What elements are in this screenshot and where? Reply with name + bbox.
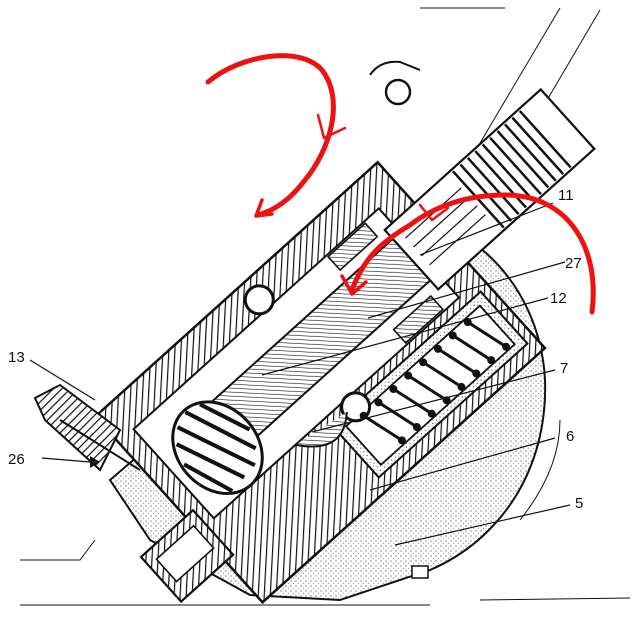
red-tick-lower	[418, 203, 450, 222]
red-annotations	[205, 53, 596, 315]
arrowhead-26	[90, 456, 100, 468]
callout-7: 7	[560, 360, 568, 377]
leader-lines	[29, 202, 571, 546]
housing	[93, 87, 596, 605]
red-arrowhead-lower	[340, 274, 368, 296]
callout-26: 26	[8, 451, 25, 468]
coil-spring	[362, 320, 507, 442]
callout-11: 11	[558, 187, 574, 204]
red-tick-upper	[316, 113, 347, 140]
bearing-ball-upper	[243, 284, 275, 316]
callout-6: 6	[566, 428, 574, 445]
worm-gear	[171, 400, 264, 496]
construction-lines	[20, 7, 631, 606]
callout-labels: 11 27 12 7 13 6 26 5	[8, 187, 583, 512]
callout-5: 5	[575, 495, 583, 512]
slot-mark	[411, 565, 429, 579]
red-arrowhead-upper	[254, 198, 274, 218]
red-arrow-upper	[205, 53, 336, 218]
callout-13: 13	[8, 349, 25, 366]
callout-27: 27	[565, 255, 582, 272]
red-arrow-lower	[349, 192, 596, 315]
callout-12: 12	[550, 290, 567, 307]
mounting-eye	[369, 60, 421, 106]
flange-left	[33, 383, 141, 472]
